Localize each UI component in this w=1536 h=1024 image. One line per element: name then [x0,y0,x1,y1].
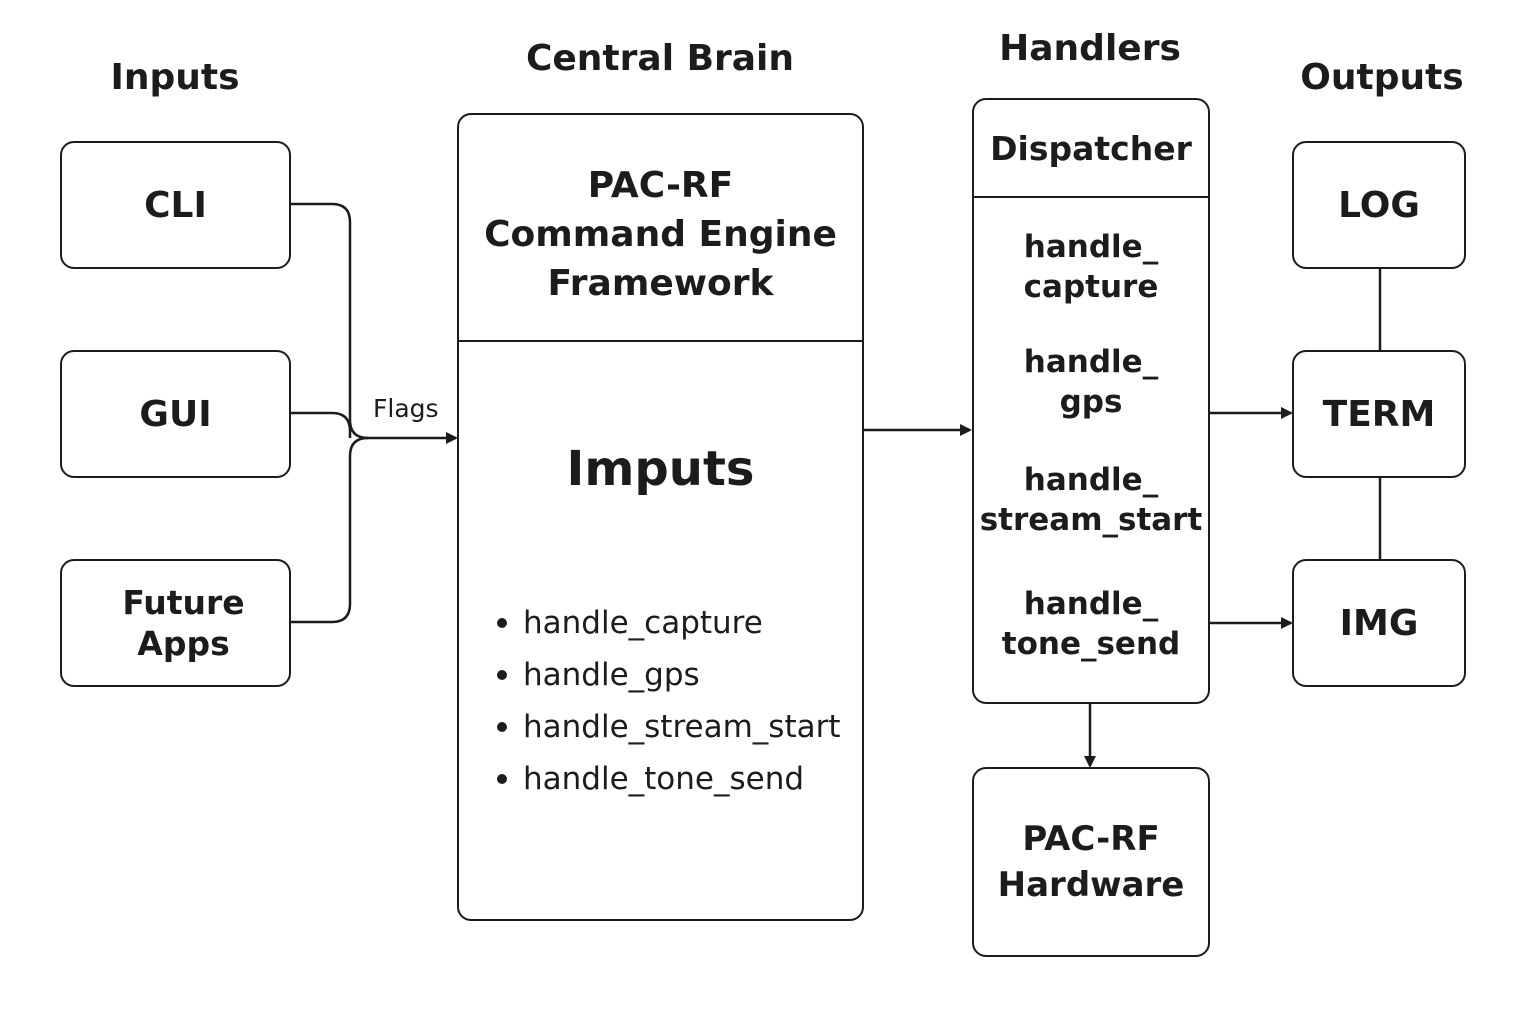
outputs-column-title: Outputs [1300,57,1464,98]
handlers-column-title: Handlers [999,28,1181,69]
term-label: TERM [1322,393,1436,435]
future-apps-to-engine-connector [290,436,369,624]
dispatcher-divider [974,196,1208,198]
gui-label: GUI [139,393,212,435]
engine-handler-list: handle_capture handle_gps handle_stream_… [495,597,841,805]
cli-input-box: CLI [60,141,291,269]
img-label: IMG [1339,602,1419,644]
engine-section-heading: Imputs [566,441,755,497]
handler-capture: handle_ capture [1023,229,1159,305]
gui-input-box: GUI [60,350,291,478]
gui-to-engine-connector [290,411,352,438]
log-output-box: LOG [1292,141,1466,269]
log-label: LOG [1338,184,1420,226]
list-item: handle_capture [495,597,841,649]
command-engine-panel: PAC-RF Command Engine Framework Imputs h… [457,113,864,921]
future-apps-input-box: Future Apps [60,559,291,687]
hardware-label: PAC-RF Hardware [997,819,1185,905]
cli-to-engine-connector [290,202,369,440]
engine-divider [459,340,862,342]
cli-label: CLI [144,184,207,226]
dispatcher-panel: Dispatcher handle_ capture handle_ gps h… [972,98,1210,704]
central-brain-column-title: Central Brain [525,38,795,79]
handler-gps: handle_ gps [1023,344,1159,420]
future-apps-label: Future Apps [122,582,245,663]
list-item: handle_gps [495,649,841,701]
img-output-box: IMG [1292,559,1466,687]
handler-stream-start: handle_ stream_start [979,462,1203,538]
flags-label: Flags [373,394,439,423]
list-item: handle_tone_send [495,753,841,805]
dispatcher-title: Dispatcher [990,129,1192,168]
list-item: handle_stream_start [495,701,841,753]
term-output-box: TERM [1292,350,1466,478]
inputs-column-title: Inputs [110,57,240,98]
engine-title: PAC-RF Command Engine Framework [484,165,837,304]
hardware-box: PAC-RF Hardware [972,767,1210,957]
handler-tone-send: handle_ tone_send [1001,586,1181,662]
